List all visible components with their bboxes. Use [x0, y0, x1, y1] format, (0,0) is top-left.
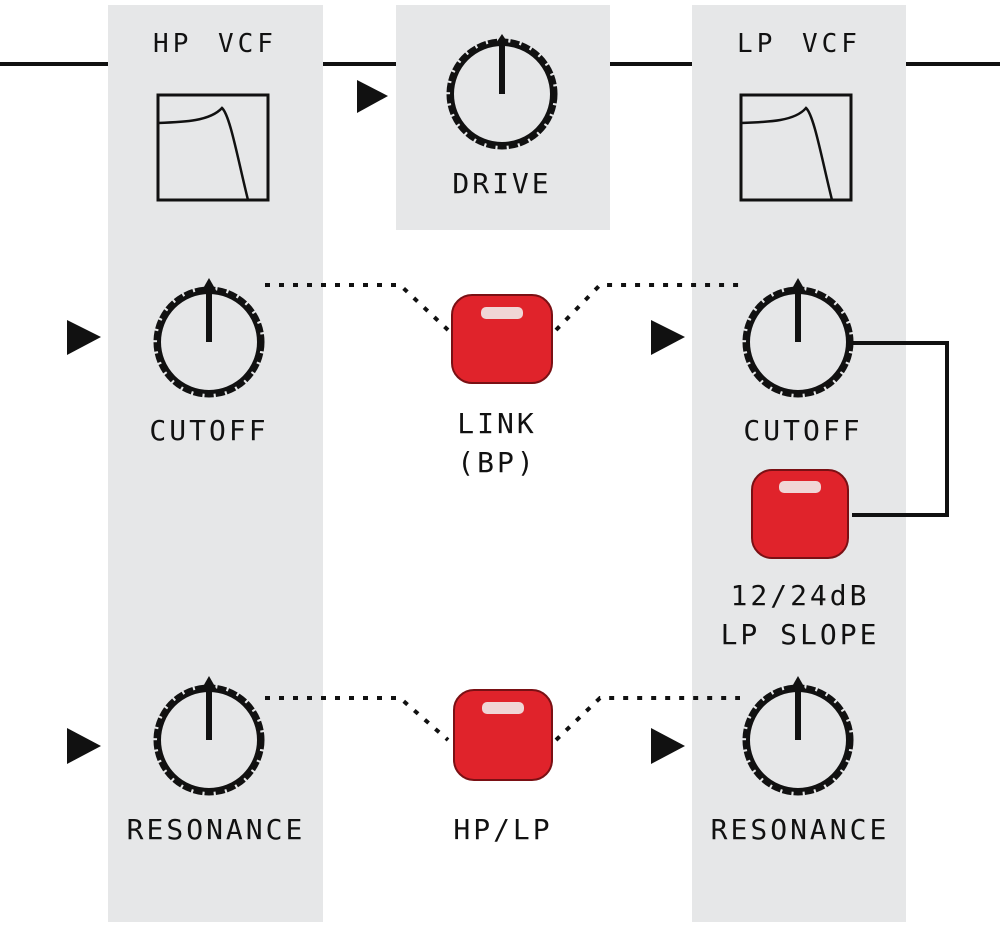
hp-lp-mode-label: HP/LP: [453, 813, 553, 846]
hp-resonance-label: RESONANCE: [126, 813, 306, 846]
drive-input-arrow-icon: [357, 80, 388, 113]
lp-resonance-knob[interactable]: [742, 676, 854, 796]
slope-button[interactable]: [751, 469, 849, 559]
slope-label-line1: 12/24dB: [730, 579, 870, 612]
mode-dotted-line-left: [265, 696, 450, 742]
lp-vcf-title: LP VCF: [737, 29, 861, 59]
slope-label-line2: LP SLOPE: [720, 618, 880, 651]
lp-resonance-label: RESONANCE: [710, 813, 890, 846]
mode-dotted-line-right: [554, 696, 740, 742]
link-dotted-line-right: [554, 283, 740, 332]
hp-cutoff-knob[interactable]: [153, 278, 265, 398]
lp-cutoff-knob[interactable]: [742, 278, 854, 398]
link-bp-button[interactable]: [451, 294, 553, 384]
lp-cutoff-label: CUTOFF: [743, 414, 863, 447]
hp-vcf-title: HP VCF: [153, 29, 277, 59]
link-dotted-line-left: [265, 283, 450, 332]
link-label: LINK: [457, 407, 537, 440]
slope-connector-line: [852, 341, 949, 517]
hp-vcf-panel: [108, 5, 323, 922]
lowpass-curve-icon: [739, 93, 853, 202]
drive-knob[interactable]: [446, 34, 558, 150]
hp-lp-mode-button[interactable]: [453, 689, 553, 781]
hp-cutoff-label: CUTOFF: [149, 414, 269, 447]
lp-vcf-panel: [692, 5, 906, 922]
hp-cutoff-input-arrow-icon: [67, 320, 101, 355]
highpass-curve-icon: [156, 93, 270, 202]
lp-resonance-input-arrow-icon: [651, 728, 685, 764]
hp-resonance-knob[interactable]: [153, 676, 265, 796]
hp-resonance-input-arrow-icon: [67, 728, 101, 764]
lp-cutoff-input-arrow-icon: [651, 320, 685, 355]
link-bp-label: (BP): [457, 446, 537, 479]
drive-label: DRIVE: [452, 167, 552, 200]
